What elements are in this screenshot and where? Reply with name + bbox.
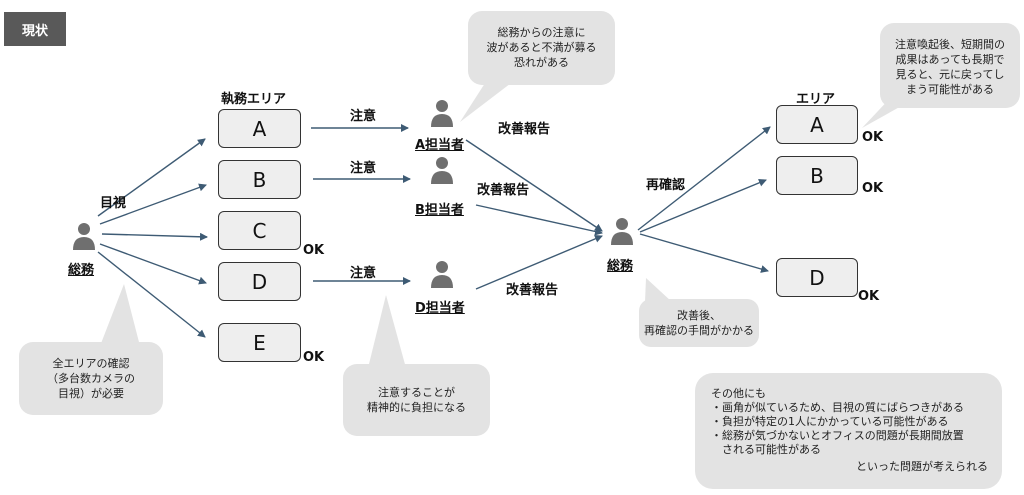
speech-bubble-top-right bbox=[862, 23, 1020, 128]
area-box-c: C bbox=[218, 211, 301, 250]
visual-check-label: 目視 bbox=[100, 196, 127, 211]
general-affairs-right: 総務 bbox=[607, 259, 634, 274]
notes-list: その他にも ・画角が似ているため、目視の質にばらつきがある ・負担が特定の1人に… bbox=[711, 387, 964, 456]
bubble-bottom-left-text: 全エリアの確認（多台数カメラの目視）が必要 bbox=[47, 357, 135, 400]
bubble-top-text: 総務からの注意に波があると不満が募る恐れがある bbox=[486, 26, 597, 69]
caution-label: 注意 bbox=[350, 161, 377, 176]
general-affairs-left: 総務 bbox=[68, 263, 95, 278]
ok-label: OK bbox=[858, 289, 880, 304]
status-badge: 現状 bbox=[4, 12, 66, 46]
ok-label: OK bbox=[862, 130, 884, 145]
person-icon bbox=[431, 261, 453, 288]
report-label: 改善報告 bbox=[498, 122, 551, 137]
ok-label: OK bbox=[862, 181, 884, 196]
person-icon bbox=[611, 218, 633, 245]
bubble-top-right-text: 注意喚起後、短期間の成果はあっても長期で見ると、元に戻ってしまう可能性がある bbox=[895, 38, 1005, 96]
caution-label: 注意 bbox=[350, 266, 377, 281]
person-b: B担当者 bbox=[415, 203, 464, 218]
report-label: 改善報告 bbox=[477, 183, 530, 198]
area-box-a: A bbox=[218, 109, 301, 148]
area-box-d: D bbox=[218, 262, 301, 301]
area-box-e: E bbox=[218, 323, 301, 362]
person-icon bbox=[73, 223, 95, 250]
recheck-box-b: B bbox=[776, 156, 858, 195]
right-area-heading: エリア bbox=[796, 92, 836, 107]
caution-label: 注意 bbox=[350, 109, 377, 124]
left-area-heading: 執務エリア bbox=[221, 92, 287, 107]
bubble-bottom-mid-text: 注意することが精神的に負担になる bbox=[367, 386, 466, 414]
speech-bubble-bottom-left bbox=[19, 284, 163, 415]
notes-box-shape bbox=[695, 373, 1002, 489]
recheck-box-a: A bbox=[776, 105, 858, 144]
area-box-b: B bbox=[218, 160, 301, 199]
speech-bubble-bottom-mid bbox=[343, 295, 490, 436]
person-icon bbox=[431, 100, 453, 127]
person-d: D担当者 bbox=[415, 301, 465, 316]
report-label: 改善報告 bbox=[506, 283, 559, 298]
person-icon bbox=[431, 157, 453, 184]
ok-label: OK bbox=[303, 243, 325, 258]
notes-closing: といった問題が考えられる bbox=[856, 460, 988, 473]
speech-bubble-bottom-right bbox=[639, 278, 759, 347]
person-a: A担当者 bbox=[415, 138, 465, 153]
reconfirm-label: 再確認 bbox=[646, 178, 686, 193]
recheck-box-d: D bbox=[776, 258, 858, 297]
speech-bubble-top bbox=[460, 11, 615, 122]
ok-label: OK bbox=[303, 350, 325, 365]
bubble-bottom-right-text: 改善後、再確認の手間がかかる bbox=[644, 309, 754, 337]
